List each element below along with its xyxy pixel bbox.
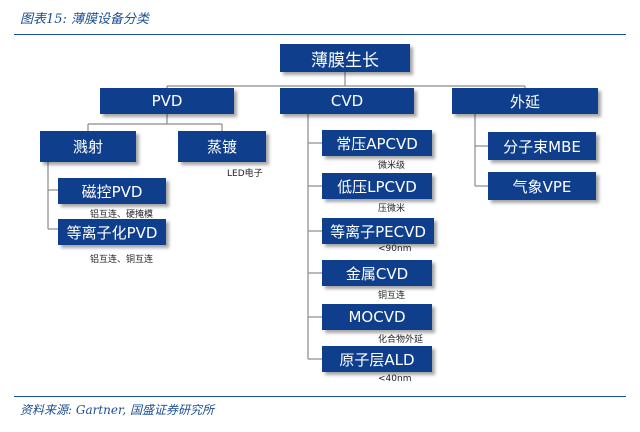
note-cvd-ald: <40nm <box>378 374 412 384</box>
node-evaporation: 蒸镀 <box>178 131 266 162</box>
node-pvd: PVD <box>100 88 234 114</box>
bottom-rule <box>14 396 626 397</box>
note-cvd-lpcvd: 压微米 <box>378 204 406 214</box>
node-sputtering: 溅射 <box>40 131 136 162</box>
note-cvd-mocvd: 化合物外延 <box>378 335 424 345</box>
node-cvd-apcvd: 常压APCVD <box>322 130 432 156</box>
node-cvd-metal: 金属CVD <box>322 260 432 286</box>
note-cvd-metal: 铜互连 <box>378 291 406 301</box>
node-cvd-mocvd: MOCVD <box>322 304 432 330</box>
node-cvd-lpcvd: 低压LPCVD <box>322 173 432 199</box>
node-magnetron-pvd: 磁控PVD <box>58 178 166 204</box>
node-cvd: CVD <box>280 88 414 114</box>
figure-title: 图表15: 薄膜设备分类 <box>20 12 150 27</box>
node-ionized-pvd: 等离子化PVD <box>58 219 166 245</box>
node-epitaxy: 外延 <box>452 88 598 114</box>
node-epi-vpe: 气象VPE <box>488 172 596 200</box>
node-epi-mbe: 分子束MBE <box>488 132 596 160</box>
node-cvd-pecvd: 等离子PECVD <box>322 218 434 244</box>
source-note: 资料来源: Gartner, 国盛证券研究所 <box>20 403 215 417</box>
note-evaporation: LED电子 <box>227 169 263 179</box>
node-cvd-ald: 原子层ALD <box>322 346 432 372</box>
note-magnetron-pvd: 铝互连、硬掩模 <box>90 210 154 220</box>
note-cvd-apcvd: 微米级 <box>378 161 406 171</box>
top-rule <box>14 34 626 35</box>
note-ionized-pvd: 铝互连、铜互连 <box>90 255 154 265</box>
node-root: 薄膜生长 <box>280 44 410 72</box>
note-cvd-pecvd: <90nm <box>378 244 412 254</box>
